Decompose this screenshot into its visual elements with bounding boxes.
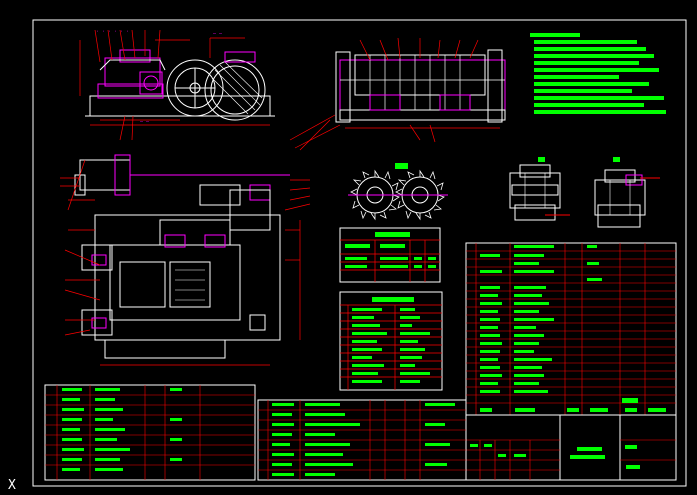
bottom-parts-list-b[interactable]: [257, 399, 467, 481]
bearing-detail-b[interactable]: [594, 157, 660, 228]
svg-text:· · · · · ·: · · · · · ·: [96, 29, 129, 35]
bearing-detail-a[interactable]: [509, 157, 570, 221]
bottom-parts-list-a[interactable]: [44, 384, 256, 481]
svg-text:— —: — —: [213, 31, 223, 37]
parts-list-table[interactable]: [465, 242, 677, 416]
toothed-roll-detail[interactable]: [348, 163, 448, 221]
technical-parameters-table[interactable]: [339, 227, 441, 283]
technical-requirements-notes: [530, 33, 666, 114]
svg-text:— —: — —: [140, 119, 150, 125]
front-elevation-view[interactable]: · · · · · · — — — —: [79, 29, 275, 141]
plan-view[interactable]: [60, 154, 311, 366]
title-block[interactable]: [465, 414, 677, 481]
ucs-axis-label: X: [8, 478, 16, 493]
drawing-frame: [32, 19, 687, 487]
main-performance-table[interactable]: [339, 291, 443, 391]
side-elevation-view[interactable]: [289, 37, 506, 151]
